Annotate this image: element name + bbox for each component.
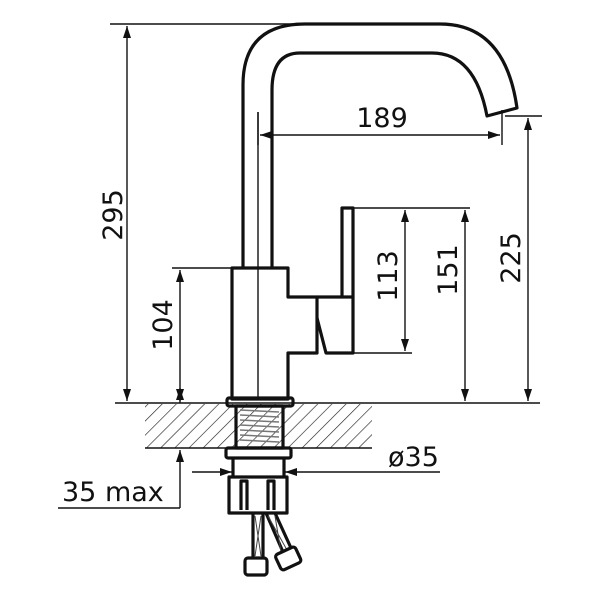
dim-label-295: 295 [98, 189, 129, 241]
dimension-295: 295 [98, 23, 300, 401]
countertop [115, 402, 540, 449]
dim-label-151: 151 [433, 244, 464, 296]
dimension-diameter-35: ø35 [192, 442, 440, 476]
dimension-113: 113 [353, 210, 412, 354]
dimension-151: 151 [353, 207, 470, 401]
dim-label-225: 225 [496, 232, 527, 284]
dim-label-diameter-35: ø35 [388, 442, 439, 473]
lever-block [315, 295, 355, 355]
mounting-nut [227, 475, 289, 515]
lever-handle [340, 206, 355, 297]
supply-hoses [243, 512, 303, 577]
dim-label-189: 189 [356, 103, 408, 134]
dimension-189: 189 [257, 103, 503, 145]
thread-lines [239, 409, 280, 443]
dim-label-113: 113 [373, 250, 404, 302]
body [230, 266, 319, 401]
faucet [224, 22, 519, 577]
dim-label-35-max: 35 max [62, 477, 164, 508]
dimension-35-max: 35 max [58, 388, 184, 509]
lower-flange [224, 446, 293, 460]
dim-label-104: 104 [148, 299, 179, 351]
spout [241, 22, 519, 268]
dimension-225: 225 [496, 115, 542, 401]
dimension-104: 104 [148, 267, 232, 401]
